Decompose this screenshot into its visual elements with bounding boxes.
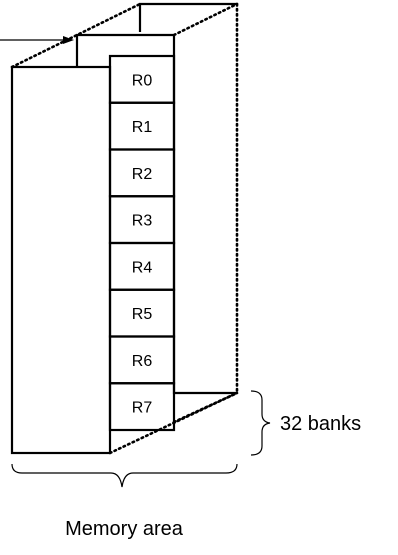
memory-area-brace [11,463,238,488]
register-label: R4 [132,259,153,276]
middle-bank [75,33,237,395]
banks-brace [250,390,271,456]
register-label: R0 [132,72,153,89]
front-bank [10,65,112,455]
pointer-arrow [0,36,74,44]
depth-edges [10,2,239,455]
back-bank [138,2,239,395]
memory-area-label: Memory area [65,518,184,540]
banks-label: 32 banks [280,413,361,435]
register-label: R3 [132,213,153,230]
register-label: R1 [132,119,153,136]
register-label: R7 [132,400,153,417]
register-label: R5 [132,306,153,323]
register-label: R2 [132,166,153,183]
register-label: R6 [132,353,153,370]
